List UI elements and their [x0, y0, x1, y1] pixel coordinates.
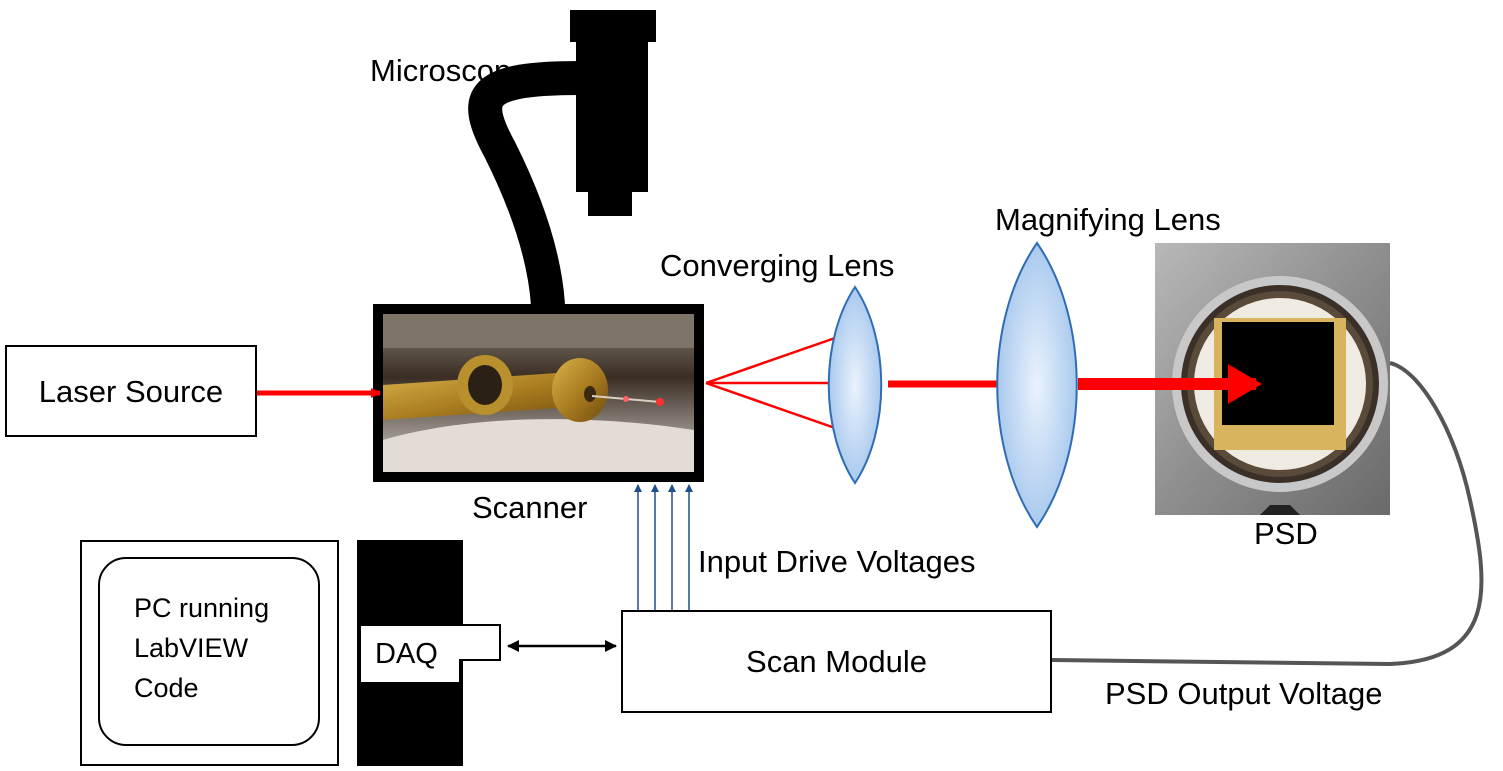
psd-output-voltage-label: PSD Output Voltage: [1105, 676, 1383, 711]
input-drive-voltages-label: Input Drive Voltages: [698, 544, 976, 579]
pc-screen: PC running LabVIEW Code: [98, 557, 320, 746]
daq-block: [357, 540, 501, 766]
pc-box: PC running LabVIEW Code: [80, 540, 339, 766]
laser-source-label: Laser Source: [38, 373, 224, 409]
psd-label: PSD: [1254, 516, 1318, 551]
converging-lens-label: Converging Lens: [660, 248, 895, 283]
psd-output-cable: [1051, 361, 1484, 667]
psd-photo: [1155, 243, 1390, 515]
scan-module-box: Scan Module: [621, 610, 1052, 713]
scanner-photo: [373, 304, 704, 482]
magnifying-lens-label: Magnifying Lens: [995, 202, 1221, 237]
scanner-label: Scanner: [472, 490, 588, 525]
microscope-label: Microscope: [370, 53, 529, 88]
pc-label-line2: LabVIEW: [134, 633, 249, 663]
pc-label-line1: PC running: [134, 593, 270, 623]
scan-module-label: Scan Module: [746, 644, 927, 679]
laser-source-box: Laser Source: [5, 345, 257, 437]
pc-label-line3: Code: [134, 673, 199, 703]
converging-lens-icon: [827, 285, 883, 485]
input-drive-voltage-lines: [634, 484, 693, 610]
microscope-icon: [468, 10, 656, 307]
magnifying-lens-icon: [996, 241, 1078, 529]
beam-to-psd-head: [1228, 364, 1262, 404]
daq-label: DAQ: [375, 638, 438, 670]
